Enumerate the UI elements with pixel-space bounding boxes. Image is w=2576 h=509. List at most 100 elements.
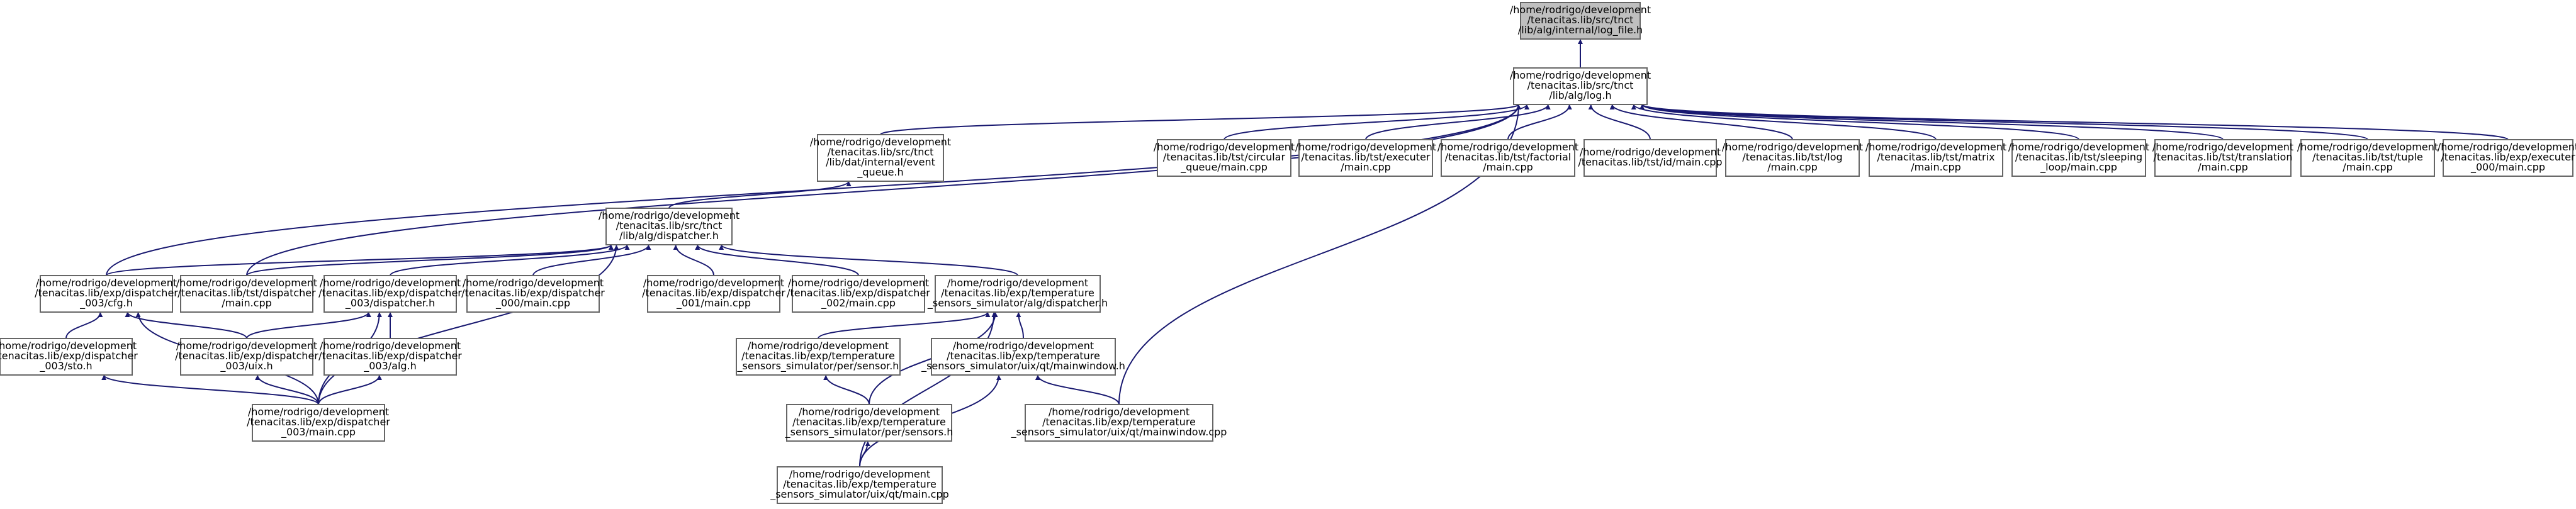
graph-node-cfgh[interactable]: /home/rodrigo/development/tenacitas.lib/… [35, 275, 178, 313]
node-label-line: /tenacitas.lib/src/tnct [1527, 79, 1634, 91]
node-label-line: /tenacitas.lib/src/tnct [828, 146, 934, 158]
node-label-line: _sensors_simulator/uix/qt/mainwindow.h [921, 360, 1125, 372]
node-label-line: _sensors_simulator/uix/qt/main.cpp [770, 488, 949, 501]
graph-node-tstcircular[interactable]: /home/rodrigo/development/tenacitas.lib/… [1154, 139, 1295, 177]
node-label-line: /tenacitas.lib/exp/temperature [941, 287, 1094, 299]
edge-dispatcherh-to-eventqueue [668, 181, 852, 209]
edge-eventqueue-to-logh [880, 104, 1521, 135]
edge-tstid-to-logh [1588, 104, 1651, 140]
graph-node-disp003main[interactable]: /home/rodrigo/development/tenacitas.lib/… [247, 404, 390, 442]
node-label-line: /tenacitas.lib/exp/temperature [741, 350, 895, 362]
node-label-line: /tenacitas.lib/exp/dispatcher [787, 287, 930, 299]
node-label-line: /home/rodrigo/development [2008, 141, 2149, 153]
node-box [817, 134, 944, 182]
node-label-line: /lib/alg/log.h [1549, 89, 1611, 101]
node-label-line: /home/rodrigo/development [2297, 141, 2438, 153]
graph-node-disp000[interactable]: /home/rodrigo/development/tenacitas.lib/… [461, 275, 605, 313]
node-label-line: _003/sto.h [39, 360, 92, 372]
node-box [466, 275, 600, 313]
node-box [2443, 139, 2573, 177]
node-label-line: /home/rodrigo/development [2152, 141, 2293, 153]
graph-node-logh[interactable]: /home/rodrigo/development/tenacitas.lib/… [1510, 67, 1651, 105]
node-label-line: /tenacitas.lib/tst/id/main.cpp [1578, 156, 1722, 168]
graph-node-algh[interactable]: /home/rodrigo/development/tenacitas.lib/… [318, 338, 462, 376]
graph-node-disp001[interactable]: /home/rodrigo/development/tenacitas.lib/… [642, 275, 785, 313]
node-label-line: _loop/main.cpp [2040, 161, 2117, 174]
node-box [1869, 139, 2003, 177]
node-label-line: /home/rodrigo/development [1049, 406, 1190, 418]
node-label-line: _queue.h [857, 166, 903, 179]
node-label-line: /home/rodrigo/development [953, 340, 1094, 352]
graph-node-eventqueue[interactable]: /home/rodrigo/development/tenacitas.lib/… [810, 134, 951, 182]
node-label-line: /lib/alg/dispatcher.h [619, 230, 719, 242]
node-label-line: /home/rodrigo/development [1580, 146, 1721, 158]
node-label-line: /tenacitas.lib/exp/dispatcher [318, 350, 462, 362]
edge-sensorsh-to-sensorh [823, 374, 870, 405]
graph-node-tsttuple[interactable]: /home/rodrigo/development/tenacitas.lib/… [2297, 139, 2438, 177]
node-box [786, 404, 952, 442]
graph-node-disp002[interactable]: /home/rodrigo/development/tenacitas.lib/… [787, 275, 930, 313]
node-box [605, 208, 733, 245]
node-label-line: /home/rodrigo/development [176, 277, 317, 289]
graph-node-tstexecuter[interactable]: /home/rodrigo/development/tenacitas.lib/… [1295, 139, 1436, 177]
node-label-line: _001/main.cpp [676, 297, 751, 310]
node-label-line: /main.cpp [1341, 161, 1391, 173]
graph-node-disp003h[interactable]: /home/rodrigo/development/tenacitas.lib/… [318, 275, 462, 313]
graph-node-tsttranslation[interactable]: /home/rodrigo/development/tenacitas.lib/… [2152, 139, 2293, 177]
edge-disp003main-to-uixh [255, 374, 319, 405]
node-label-line: /home/rodrigo/development [2438, 141, 2576, 153]
graph-node-stoh[interactable]: /home/rodrigo/development/tenacitas.lib/… [0, 338, 138, 376]
graph-node-logfile[interactable]: /home/rodrigo/development/tenacitas.lib/… [1510, 2, 1651, 40]
node-label-line: /tenacitas.lib/tst/circular [1163, 151, 1286, 163]
node-label-line: /home/rodrigo/development [1865, 141, 2006, 153]
edge-tstdispmain-to-dispatcherh [246, 244, 614, 276]
edge-disp001-to-dispatcherh [673, 244, 714, 276]
edge-tstexecuter-to-logh [1365, 104, 1551, 140]
graph-node-exp000[interactable]: /home/rodrigo/development/tenacitas.lib/… [2438, 139, 2576, 177]
node-box [252, 404, 385, 442]
node-box [180, 275, 313, 313]
node-box [1583, 139, 1717, 177]
node-label-line: /home/rodrigo/development [1437, 141, 1578, 153]
node-label-line: /main.cpp [2343, 161, 2393, 173]
node-box [1025, 404, 1213, 442]
graph-node-uixh[interactable]: /home/rodrigo/development/tenacitas.lib/… [175, 338, 318, 376]
graph-node-dispatcherh[interactable]: /home/rodrigo/development/tenacitas.lib/… [599, 208, 740, 245]
graph-node-tstid[interactable]: /home/rodrigo/development/tenacitas.lib/… [1578, 139, 1723, 177]
graph-node-tstsleeping[interactable]: /home/rodrigo/development/tenacitas.lib/… [2008, 139, 2149, 177]
node-label-line: /home/rodrigo/development [599, 210, 740, 221]
node-label-line: /home/rodrigo/development [643, 277, 784, 289]
graph-node-sensorsh[interactable]: /home/rodrigo/development/tenacitas.lib/… [785, 404, 953, 442]
node-label-line: _003/alg.h [363, 360, 417, 372]
graph-node-sensorh[interactable]: /home/rodrigo/development/tenacitas.lib/… [736, 338, 901, 376]
node-label-line: _002/main.cpp [821, 297, 896, 310]
graph-node-tempmain[interactable]: /home/rodrigo/development/tenacitas.lib/… [770, 466, 949, 504]
node-label-line: _000/main.cpp [2470, 161, 2545, 174]
node-label-line: /main.cpp [1911, 161, 1961, 173]
node-label-line: /tenacitas.lib/exp/executer [2441, 151, 2575, 163]
graph-node-tempdisp[interactable]: /home/rodrigo/development/tenacitas.lib/… [927, 275, 1108, 313]
graph-node-mainwindowcpp[interactable]: /home/rodrigo/development/tenacitas.lib/… [1011, 404, 1227, 442]
node-box [935, 275, 1101, 313]
graph-node-tstlog[interactable]: /home/rodrigo/development/tenacitas.lib/… [1722, 139, 1863, 177]
graph-node-tstdispmain[interactable]: /home/rodrigo/development/tenacitas.lib/… [176, 275, 317, 313]
node-label-line: /main.cpp [1483, 161, 1533, 173]
node-box [1441, 139, 1575, 177]
node-label-line: /tenacitas.lib/exp/temperature [783, 478, 936, 490]
node-box [777, 466, 943, 504]
node-label-line: /tenacitas.lib/tst/matrix [1877, 151, 1994, 163]
node-label-line: /tenacitas.lib/tst/translation [2154, 151, 2293, 163]
graph-node-tstfactorial[interactable]: /home/rodrigo/development/tenacitas.lib/… [1437, 139, 1578, 177]
node-label-line: /home/rodrigo/development [36, 277, 177, 289]
edge-tstcircular-to-logh [1223, 104, 1529, 140]
node-box [1157, 139, 1291, 177]
node-label-line: /tenacitas.lib/exp/dispatcher [461, 287, 605, 299]
edge-disp002-to-dispatcherh [695, 244, 859, 276]
graph-node-tstmatrix[interactable]: /home/rodrigo/development/tenacitas.lib/… [1865, 139, 2006, 177]
edge-stoh-to-cfgh [65, 311, 103, 339]
node-label-line: /tenacitas.lib/exp/dispatcher [0, 350, 138, 362]
graph-node-mainwindowh[interactable]: /home/rodrigo/development/tenacitas.lib/… [921, 338, 1125, 376]
node-box [0, 338, 133, 376]
node-box [2300, 139, 2435, 177]
